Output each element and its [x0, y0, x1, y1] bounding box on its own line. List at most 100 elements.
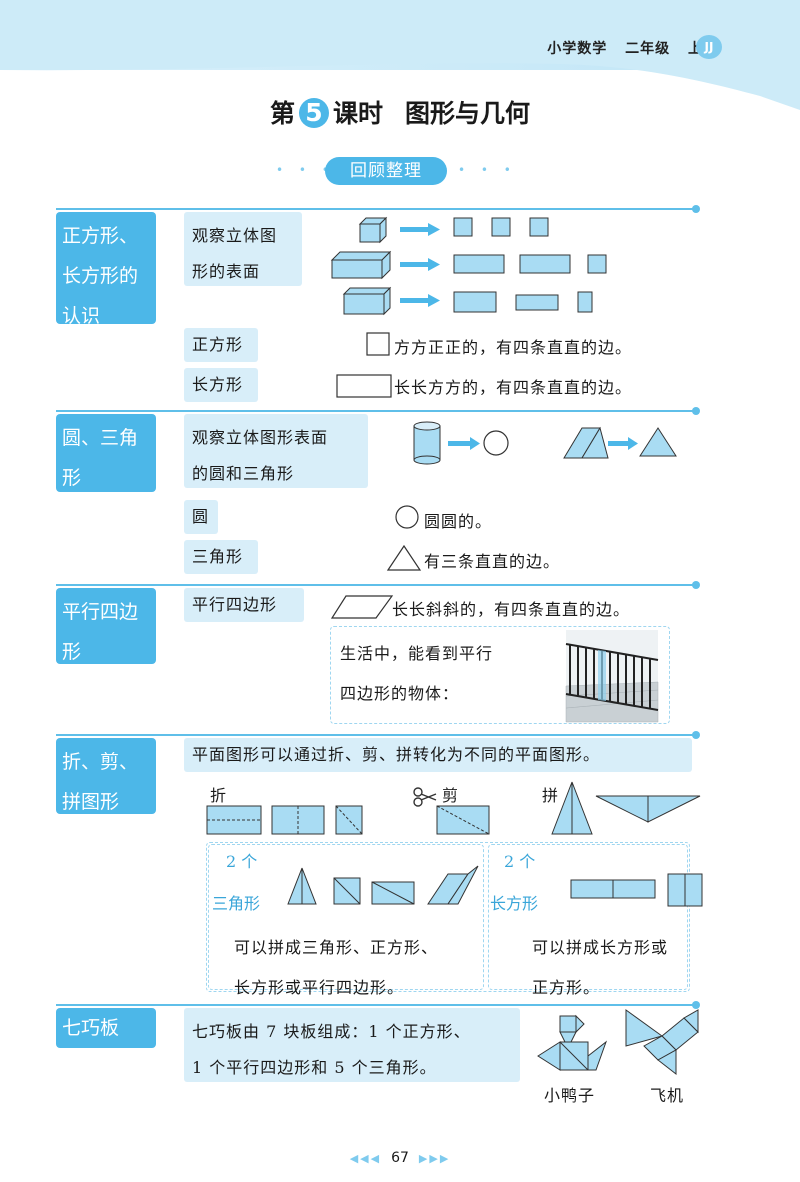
- publisher-badge: JJ: [696, 35, 722, 59]
- desc-line: 可以拼成长方形或: [532, 938, 669, 957]
- tab-line: 折、剪、: [62, 751, 139, 773]
- observe-solid-box: 观察立体图 形的表面: [184, 212, 302, 286]
- parallelogram-shape-icon: [330, 595, 394, 619]
- life-example-text: 生活中，能看到平行 四边形的物体：: [340, 634, 493, 714]
- parallelogram-label-box: 平行四边形: [184, 588, 304, 622]
- cut-diagram: [436, 805, 490, 835]
- arrow-icon: [400, 258, 440, 271]
- join-diagram: [551, 781, 701, 835]
- circle-face: [483, 430, 509, 456]
- desc-line: 正方形。: [532, 978, 601, 997]
- observe-circle-triangle-box: 观察立体图形表面 的圆和三角形: [184, 414, 368, 488]
- cuboid-icon: [330, 250, 392, 280]
- rectangles-combos: [570, 873, 703, 907]
- square-faces: [453, 217, 549, 237]
- cube-icon: [358, 216, 388, 244]
- railing: [565, 643, 659, 711]
- cut-label: 剪: [442, 786, 460, 805]
- section-rule: [56, 407, 700, 415]
- left-shape-label: 三角形: [212, 894, 261, 913]
- page-number-footer: ◀◀◀67▶▶▶: [0, 1150, 800, 1166]
- duck-caption: 小鸭子: [544, 1086, 596, 1105]
- tab-line: 的认识: [62, 507, 120, 529]
- duck-tangram-icon: [537, 1014, 608, 1071]
- page-left-arrows: ◀◀◀: [349, 1152, 382, 1165]
- fold-cut-join-intro: 平面图形可以通过折、剪、拼转化为不同的平面图形。: [184, 738, 692, 772]
- combine-examples-box: [206, 842, 690, 992]
- airplane-tangram-icon: [625, 1009, 699, 1076]
- square-shape-icon: [366, 332, 390, 356]
- highlight-parallelogram: [598, 650, 606, 701]
- lesson-number-badge: 5: [298, 98, 329, 128]
- square-description: 方方正正的，有四条直直的边。: [394, 338, 633, 357]
- lesson-suffix: 课时: [332, 99, 383, 128]
- tab-line: 的认识: [62, 681, 120, 703]
- triangle-description: 有三条直直的边。: [424, 552, 561, 571]
- life-line: 生活中，能看到平行: [340, 644, 494, 663]
- two-triangles-panel: [208, 844, 484, 990]
- desc-line: 长方形或平行四边形。: [234, 978, 405, 997]
- fold-label: 折: [210, 786, 228, 805]
- desc-line: 可以拼成三角形、正方形、: [234, 938, 439, 957]
- header-grade: 二年级: [625, 41, 671, 57]
- cylinder-icon: [413, 421, 441, 465]
- circle-shape-icon: [395, 505, 419, 529]
- right-shape-label: 长方形: [490, 894, 539, 913]
- triangles-combos: [287, 865, 479, 905]
- observe-line: 观察立体图: [192, 226, 278, 245]
- section-tab-circle-triangle: 圆、三角形 的认识: [56, 414, 156, 529]
- tab-line: 长方形的: [62, 265, 139, 287]
- tangram-line: 1 个平行四边形和 5 个三角形。: [192, 1058, 437, 1077]
- header-subject: 小学数学: [547, 41, 608, 57]
- section-rule: [56, 731, 700, 739]
- cylinder-prism-diagram: [413, 421, 677, 465]
- tab-line: 七巧板: [62, 1017, 120, 1039]
- section-tab-tangram: 七巧板: [56, 1008, 156, 1048]
- prism-icon: [563, 426, 609, 459]
- tangram-description-box: 七巧板由 7 块板组成：1 个正方形、 1 个平行四边形和 5 个三角形。: [184, 1008, 520, 1082]
- section-tab-parallelogram: 平行四边形 的认识: [56, 588, 156, 703]
- tangram-line: 七巧板由 7 块板组成：1 个正方形、: [192, 1022, 471, 1041]
- tab-line: 正方形、: [62, 225, 139, 247]
- left-combo-desc: 可以拼成三角形、正方形、 长方形或平行四边形。: [234, 928, 438, 1008]
- header-info: 小学数学 二年级 上册: [535, 38, 718, 58]
- railing-photo: [565, 630, 659, 723]
- arrow-icon: [400, 294, 440, 307]
- decor-dots-left: • • •: [276, 163, 335, 177]
- observe-line: 的圆和三角形: [192, 464, 295, 483]
- join-label: 拼: [542, 786, 560, 805]
- two-rectangles-panel: [488, 844, 688, 990]
- decor-dots-right: • • •: [458, 163, 517, 177]
- rectangle-shape-icon: [336, 374, 392, 398]
- triangle-label-box: 三角形: [184, 540, 258, 574]
- section-rule: [56, 1001, 700, 1009]
- left-count-label: 2 个: [226, 852, 258, 871]
- observe-line: 观察立体图形表面: [192, 428, 329, 447]
- section-tab-fold-cut-join: 折、剪、 拼图形: [56, 738, 156, 814]
- parallelogram-description: 长长斜斜的，有四条直直的边。: [392, 600, 631, 619]
- lesson-topic: 图形与几何: [405, 99, 531, 128]
- page-number: 67: [391, 1150, 409, 1166]
- rect-faces: [453, 254, 607, 274]
- review-label: 回顾整理: [325, 157, 447, 185]
- square-label-box: 正方形: [184, 328, 258, 362]
- triangle-shape-icon: [386, 544, 422, 571]
- lesson-prefix: 第: [269, 99, 295, 128]
- solid-to-face-diagram: [330, 216, 607, 316]
- life-line: 四边形的物体：: [340, 684, 460, 703]
- arrow-icon: [608, 437, 638, 450]
- section-tab-square-rectangle: 正方形、 长方形的 认识: [56, 212, 156, 327]
- flat-faces: [453, 291, 593, 313]
- header-wave: [0, 0, 800, 110]
- circle-label-box: 圆: [184, 500, 218, 534]
- arrow-icon: [400, 223, 440, 236]
- right-count-label: 2 个: [504, 852, 536, 871]
- rectangle-description: 长长方方的，有四条直直的边。: [394, 378, 633, 397]
- tab-line: 拼图形: [62, 791, 120, 813]
- airplane-caption: 飞机: [650, 1086, 685, 1105]
- section-rule: [56, 205, 700, 213]
- life-example-box: [330, 626, 670, 724]
- rectangle-label-box: 长方形: [184, 368, 258, 402]
- observe-line: 形的表面: [192, 262, 261, 281]
